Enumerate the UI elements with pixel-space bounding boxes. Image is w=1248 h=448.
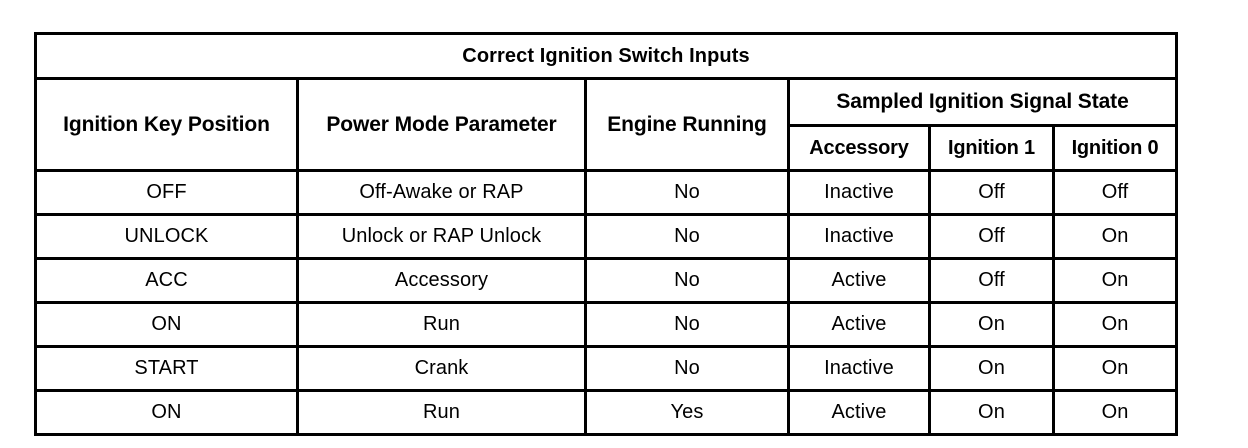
header-ignition-key-position: Ignition Key Position (34, 77, 299, 172)
table-row: OFF Off-Awake or RAP No Inactive Off Off (34, 169, 1179, 216)
cell-power-mode: Unlock or RAP Unlock (296, 213, 587, 260)
cell-ignition-1: Off (928, 213, 1055, 260)
table-row: UNLOCK Unlock or RAP Unlock No Inactive … (34, 213, 1179, 260)
cell-engine-running: No (584, 257, 790, 304)
header-sampled-ignition-signal-state: Sampled Ignition Signal State (786, 77, 1179, 127)
ignition-switch-inputs-table: Correct Ignition Switch Inputs Ignition … (33, 32, 1179, 436)
cell-ignition-1: Off (928, 257, 1055, 304)
cell-accessory: Active (787, 389, 931, 436)
table-body: OFF Off-Awake or RAP No Inactive Off Off… (34, 169, 1179, 436)
cell-ignition-1: Off (928, 169, 1055, 216)
table-title: Correct Ignition Switch Inputs (33, 32, 1179, 80)
cell-key-position: START (34, 345, 299, 392)
cell-key-position: OFF (34, 169, 299, 216)
cell-ignition-1: On (928, 345, 1055, 392)
cell-key-position: ON (34, 301, 299, 348)
table-row: ON Run No Active On On (34, 301, 1179, 348)
table-row: ACC Accessory No Active Off On (34, 257, 1179, 304)
cell-ignition-0: On (1051, 257, 1179, 304)
cell-power-mode: Crank (296, 345, 587, 392)
cell-ignition-0: Off (1051, 169, 1179, 216)
cell-engine-running: No (584, 301, 790, 348)
cell-key-position: UNLOCK (34, 213, 299, 260)
cell-engine-running: No (584, 213, 790, 260)
cell-ignition-1: On (928, 389, 1055, 436)
cell-ignition-0: On (1051, 389, 1179, 436)
header-engine-running: Engine Running (584, 77, 790, 172)
cell-accessory: Inactive (787, 213, 931, 260)
table-title-row: Correct Ignition Switch Inputs (33, 32, 1179, 80)
cell-key-position: ACC (34, 257, 299, 304)
cell-engine-running: Yes (584, 389, 790, 436)
header-ignition-0: Ignition 0 (1051, 124, 1179, 172)
cell-engine-running: No (584, 345, 790, 392)
header-accessory: Accessory (787, 124, 931, 172)
cell-power-mode: Run (296, 389, 587, 436)
cell-accessory: Inactive (787, 169, 931, 216)
cell-accessory: Active (787, 257, 931, 304)
cell-power-mode: Run (296, 301, 587, 348)
cell-power-mode: Off-Awake or RAP (296, 169, 587, 216)
cell-ignition-0: On (1051, 301, 1179, 348)
cell-accessory: Inactive (787, 345, 931, 392)
cell-ignition-0: On (1051, 345, 1179, 392)
table-header: Correct Ignition Switch Inputs Ignition … (33, 32, 1179, 172)
cell-power-mode: Accessory (296, 257, 587, 304)
cell-accessory: Active (787, 301, 931, 348)
header-ignition-1: Ignition 1 (928, 124, 1055, 172)
table-header-row-secondary: Accessory Ignition 1 Ignition 0 (36, 124, 1179, 172)
cell-key-position: ON (34, 389, 299, 436)
cell-engine-running: No (584, 169, 790, 216)
table-row: ON Run Yes Active On On (34, 389, 1179, 436)
cell-ignition-1: On (928, 301, 1055, 348)
cell-ignition-0: On (1051, 213, 1179, 260)
table-header-row-primary: Ignition Key Position Power Mode Paramet… (34, 77, 1179, 172)
header-power-mode-parameter: Power Mode Parameter (296, 77, 587, 172)
table-row: START Crank No Inactive On On (34, 345, 1179, 392)
